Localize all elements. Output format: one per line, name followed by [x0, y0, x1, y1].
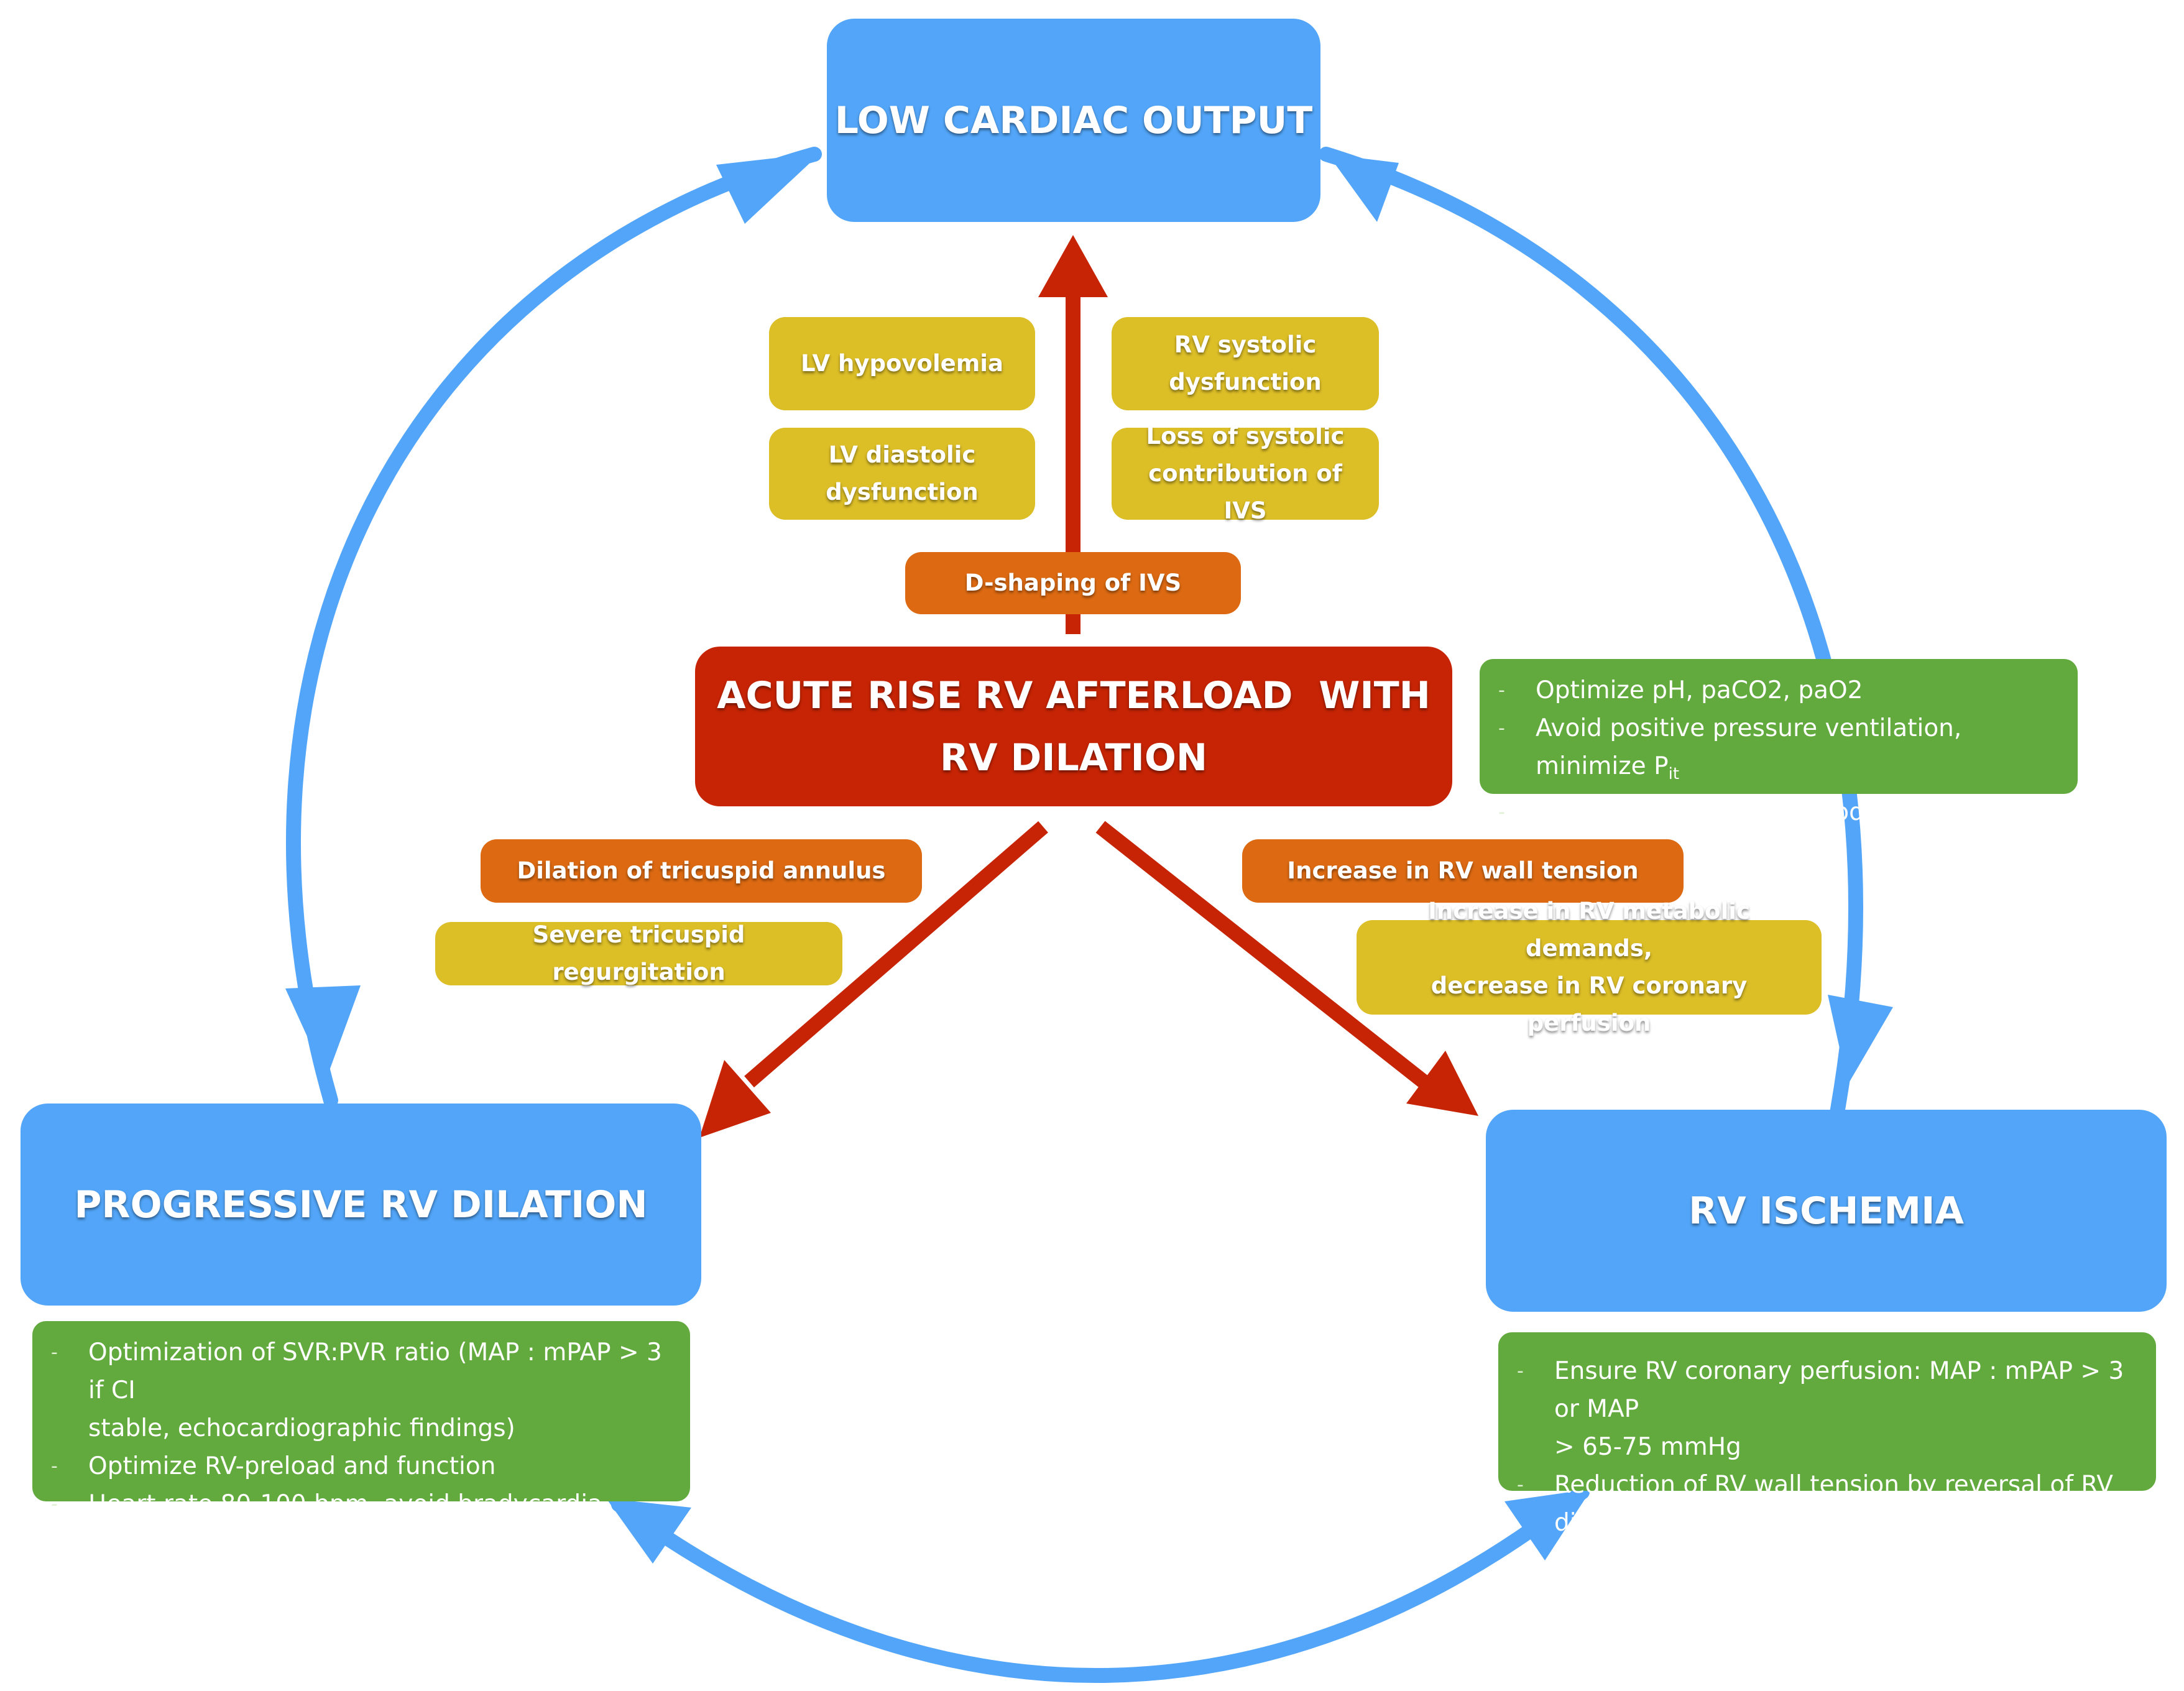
treatment-list-rv-dilation: Optimization of SVR:PVR ratio (MAP : mPA…: [51, 1334, 671, 1523]
rv-systolic-label-line1: RV systolic: [1174, 331, 1317, 358]
lv-diastolic-label-line1: LV diastolic: [828, 441, 976, 468]
loss-systolic-label-line2: contribution of IVS: [1148, 460, 1342, 524]
rv-systolic-dysfunction-box: RV systolic dysfunction: [1112, 317, 1379, 410]
cycle-arc-right: [1319, 147, 1863, 1120]
dilation-tricuspid-annulus-box: Dilation of tricuspid annulus: [481, 839, 922, 903]
center-label-line1: ACUTE RISE RV AFTERLOAD WITH: [717, 673, 1431, 717]
increase-metabolic-label-line2: decrease in RV coronary perfusion: [1431, 972, 1748, 1036]
d-shaping-ivs-box: D-shaping of IVS: [905, 552, 1241, 614]
treatment-item: Reduction of RV wall tension by reversal…: [1517, 1466, 2137, 1542]
treatment-box-afterload: Optimize pH, paCO2, paO2 Avoid positive …: [1480, 659, 2078, 831]
cycle-arc-bottom: [611, 1485, 1590, 1684]
treatment-box-rv-ischemia: Ensure RV coronary perfusion: MAP : mPAP…: [1498, 1332, 2156, 1537]
treatment-item: Avoid positive pressure ventilation, min…: [1498, 709, 2059, 793]
lv-hypovolemia-box: LV hypovolemia: [769, 317, 1035, 410]
loss-systolic-label-line1: Loss of systolic: [1146, 423, 1345, 449]
treatment-item: Optimize pH, paCO2, paO2: [1498, 671, 2059, 709]
low-cardiac-output-box: LOW CARDIAC OUTPUT: [827, 19, 1320, 222]
treatment-item: Optimization of SVR:PVR ratio (MAP : mPA…: [51, 1334, 671, 1447]
severe-tricuspid-regurgitation-label: Severe tricuspid regurgitation: [532, 921, 745, 985]
lv-hypovolemia-label: LV hypovolemia: [801, 350, 1003, 377]
dilation-tricuspid-annulus-label: Dilation of tricuspid annulus: [517, 857, 886, 884]
red-arrowhead-up: [1038, 235, 1108, 297]
progressive-rv-dilation-box: PROGRESSIVE RV DILATION: [21, 1104, 701, 1306]
lv-diastolic-dysfunction-box: LV diastolic dysfunction: [769, 428, 1035, 520]
center-label-line2: RV DILATION: [939, 735, 1208, 780]
cycle-arrowhead-to-top-right: [1328, 154, 1399, 222]
d-shaping-ivs-label: D-shaping of IVS: [964, 569, 1182, 596]
cycle-arrowhead-to-top-left: [716, 153, 821, 224]
loss-of-systolic-contribution-box: Loss of systolic contribution of IVS: [1112, 423, 1379, 524]
increase-rv-wall-tension-box: Increase in RV wall tension: [1242, 839, 1684, 903]
lv-diastolic-label-line2: dysfunction: [826, 479, 979, 505]
treatment-item: Heart rate 80-100 bpm, avoid bradycardia: [51, 1485, 671, 1523]
cycle-arrowhead-to-right-box: [1828, 995, 1893, 1085]
red-arrowhead-left: [699, 1060, 771, 1138]
treatment-item: Ensure RV coronary perfusion: MAP : mPAP…: [1517, 1352, 2137, 1466]
severe-tricuspid-regurgitation-box: Severe tricuspid regurgitation: [435, 921, 842, 985]
progressive-rv-dilation-label: PROGRESSIVE RV DILATION: [74, 1182, 648, 1227]
cycle-arc-left: [286, 147, 822, 1108]
low-cardiac-output-label: LOW CARDIAC OUTPUT: [834, 98, 1313, 142]
rv-systolic-label-line2: dysfunction: [1169, 369, 1322, 395]
red-arrow-left-shaft: [744, 821, 1048, 1088]
rv-ischemia-box: RV ISCHEMIA: [1486, 1110, 2167, 1312]
treatment-item: Selective pulmonary vasodilation: [1498, 793, 2059, 831]
increase-metabolic-label-line1: Increase in RV metabolic demands,: [1428, 898, 1750, 962]
increase-rv-metabolic-demands-box: Increase in RV metabolic demands, decrea…: [1357, 898, 1822, 1036]
red-arrowhead-right: [1406, 1051, 1478, 1116]
treatment-list-rv-ischemia: Ensure RV coronary perfusion: MAP : mPAP…: [1517, 1352, 2137, 1542]
treatment-item: Optimize RV-preload and function: [51, 1447, 671, 1485]
treatment-list-afterload: Optimize pH, paCO2, paO2 Avoid positive …: [1498, 671, 2059, 831]
increase-rv-wall-tension-label: Increase in RV wall tension: [1287, 857, 1639, 884]
red-arrow-right-shaft: [1095, 821, 1429, 1088]
rv-ischemia-label: RV ISCHEMIA: [1689, 1189, 1964, 1233]
treatment-subscript: it: [1668, 765, 1680, 783]
acute-rise-rv-afterload-box: ACUTE RISE RV AFTERLOAD WITH RV DILATION: [695, 647, 1452, 806]
treatment-box-rv-dilation: Optimization of SVR:PVR ratio (MAP : mPA…: [32, 1321, 690, 1523]
cycle-arrowhead-to-left-box: [285, 985, 361, 1079]
